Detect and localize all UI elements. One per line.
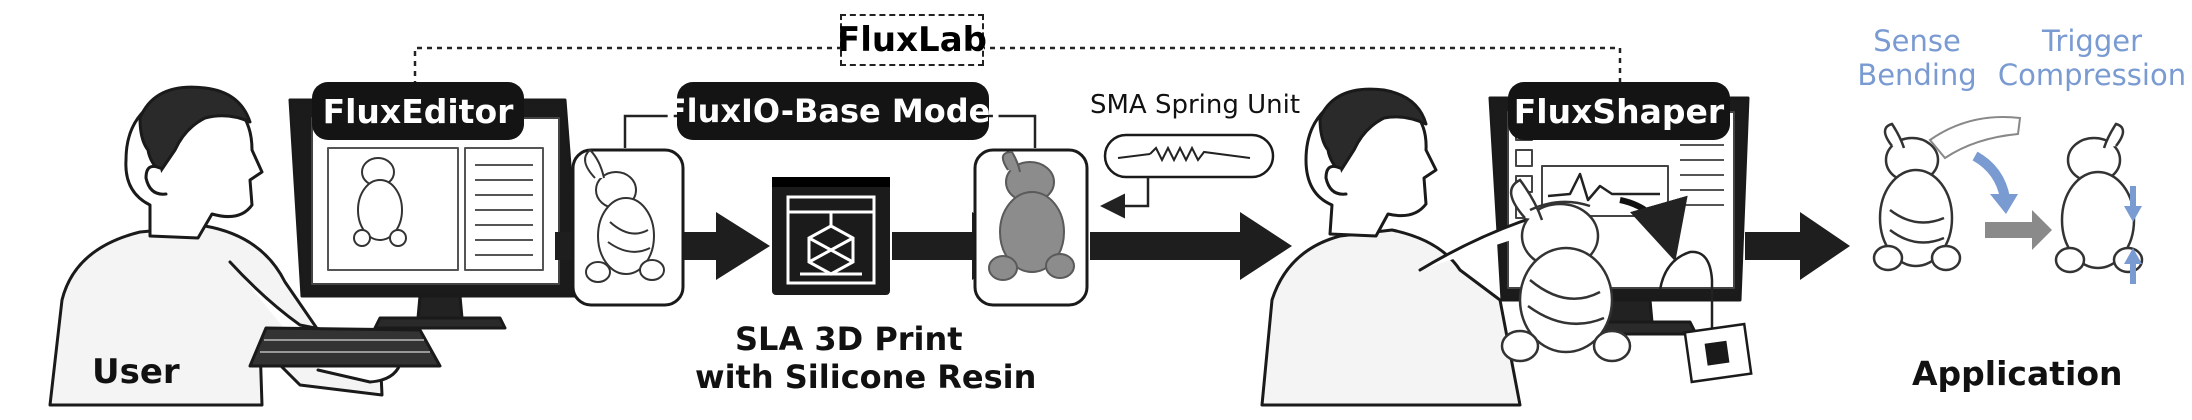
gray-arrow <box>1985 210 2052 250</box>
print-label-line1: SLA 3D Print <box>735 320 963 358</box>
base-model-frame <box>571 148 685 307</box>
sense-line2: Bending <box>1857 58 1977 92</box>
fluxlab-bracket <box>413 46 1622 96</box>
hand-gesture <box>1928 115 2022 160</box>
editor-computer <box>248 98 582 368</box>
sma-spring-label: SMA Spring Unit <box>1090 90 1301 120</box>
flow-arrow-3 <box>1090 212 1292 280</box>
fluxio-base-model-label: FluxIO-Base Model <box>665 82 1001 140</box>
sense-line1: Sense <box>1873 24 1961 58</box>
sla-printer-icon <box>772 177 890 295</box>
flow-arrow-4 <box>1745 212 1850 280</box>
print-label-line2: with Silicone Resin <box>695 358 1037 396</box>
shaper-user-illustration <box>1260 87 1562 407</box>
application-figure-sense <box>1872 122 1962 272</box>
sma-spring-unit <box>1100 133 1275 219</box>
microcontroller-board <box>1658 250 1753 384</box>
application-figure-trigger <box>2054 122 2144 274</box>
user-label: User <box>92 352 180 392</box>
fluxshaper-label: FluxShaper <box>1508 82 1730 140</box>
trigger-line2: Compression <box>1997 58 2187 92</box>
sense-bending-label: Sense Bending <box>1852 24 1982 92</box>
trigger-compression-label: Trigger Compression <box>1994 24 2190 92</box>
shaper-plush-figure <box>1500 178 1632 363</box>
printed-model-frame <box>973 148 1089 307</box>
fluxeditor-label: FluxEditor <box>312 82 524 140</box>
compression-arrows <box>2124 186 2142 284</box>
trigger-line1: Trigger <box>2041 24 2142 58</box>
press-arrow <box>1619 195 1688 262</box>
fluxlab-title: FluxLab <box>837 14 987 66</box>
application-label: Application <box>1912 354 2123 393</box>
bend-arrow <box>1972 151 2010 200</box>
